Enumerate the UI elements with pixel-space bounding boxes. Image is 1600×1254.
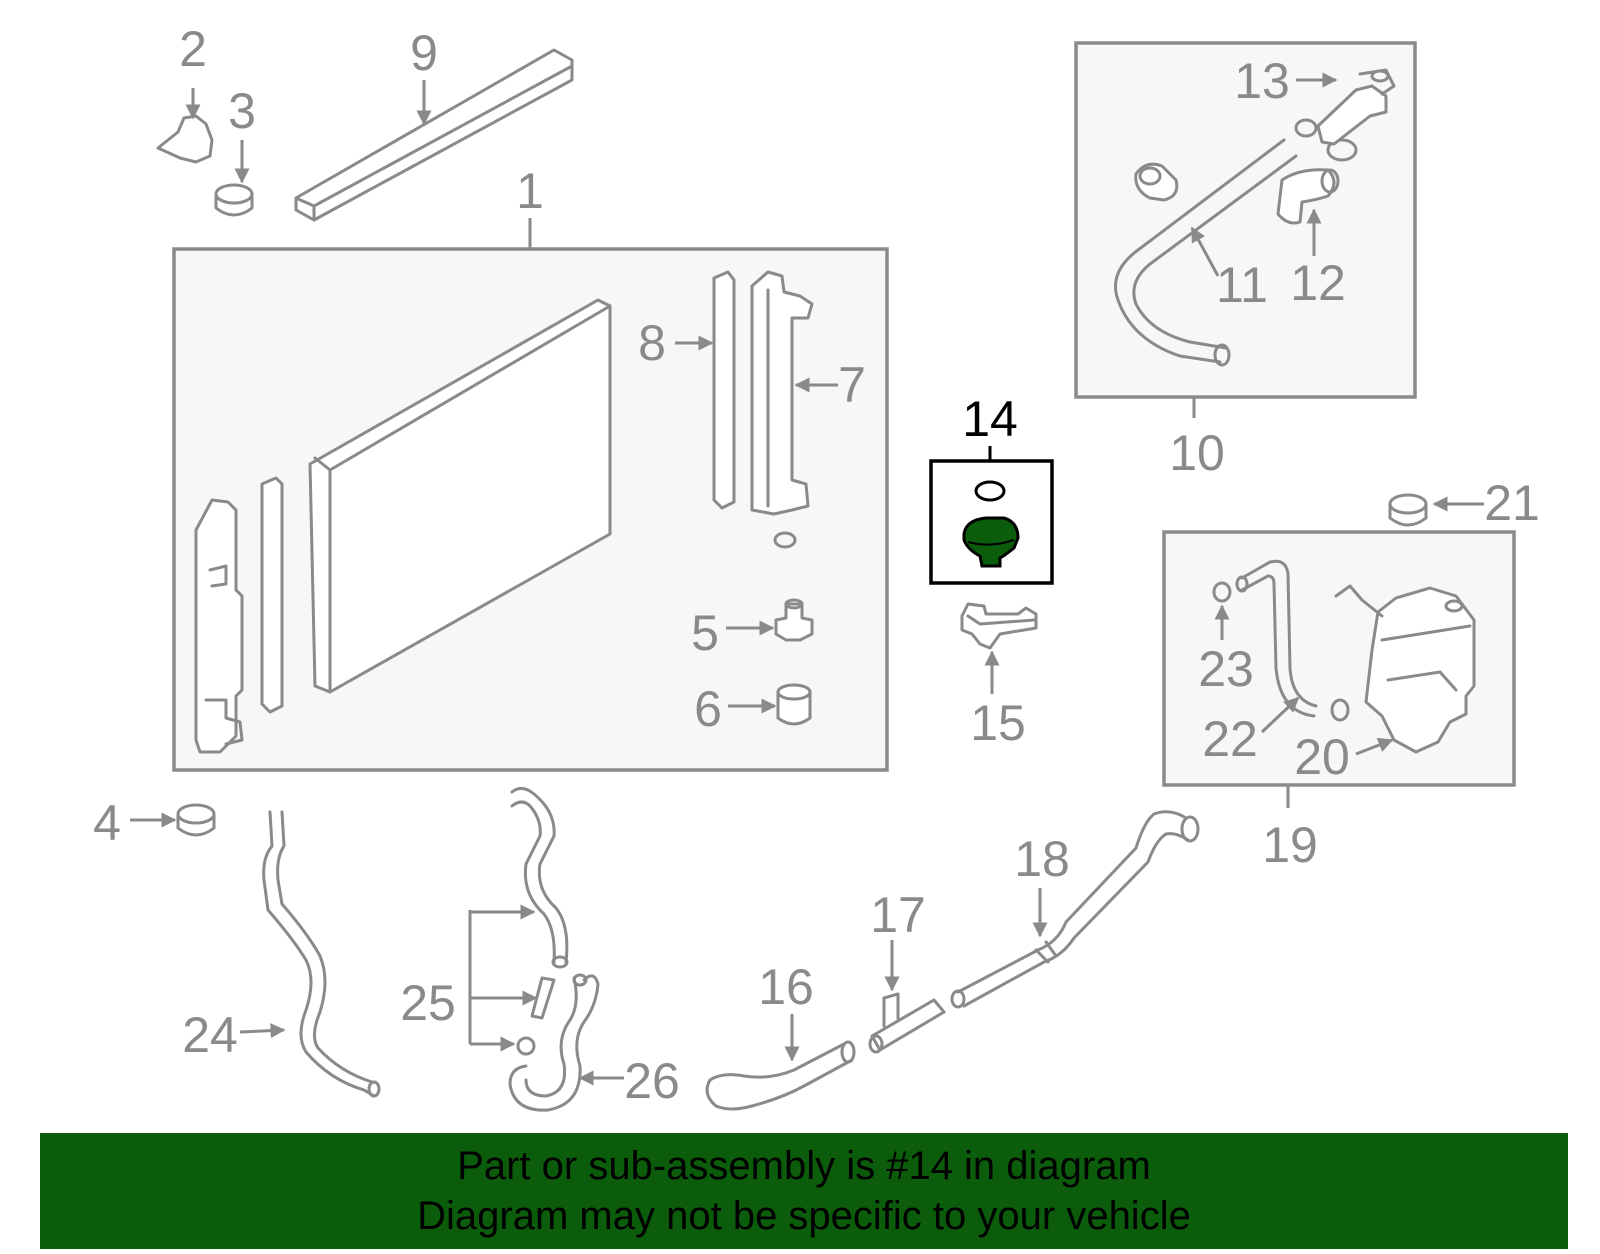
label-part-11: 11 xyxy=(1216,257,1268,313)
banner-line-2: Diagram may not be specific to your vehi… xyxy=(417,1194,1191,1238)
hose-clamp xyxy=(1134,162,1179,202)
part-23-o-ring xyxy=(1212,581,1232,603)
label-part-25: 25 xyxy=(400,975,456,1031)
part-9-upper-seal xyxy=(294,48,574,222)
label-part-21: 21 xyxy=(1484,475,1540,531)
label-part-26: 26 xyxy=(624,1053,680,1109)
label-part-24: 24 xyxy=(182,1007,238,1063)
part-14-cap xyxy=(962,516,1020,568)
label-part-1: 1 xyxy=(516,163,544,219)
part-16-hose xyxy=(705,1040,856,1111)
label-part-7: 7 xyxy=(838,357,866,413)
label-part-6: 6 xyxy=(694,681,722,737)
part-26-hose xyxy=(508,973,600,1112)
label-part-23: 23 xyxy=(1198,641,1254,697)
part-25-ring xyxy=(516,1036,536,1056)
part-25-hose-upper xyxy=(510,787,569,969)
leader-22 xyxy=(1260,696,1300,734)
label-part-13: 13 xyxy=(1234,53,1290,109)
part-5-bolt xyxy=(774,598,814,642)
part-3-grommet xyxy=(214,183,254,217)
label-part-14: 14 xyxy=(962,391,1018,447)
part-15-bracket xyxy=(960,602,1038,650)
leader-11 xyxy=(1190,226,1220,277)
leader-24 xyxy=(239,1023,286,1039)
radiator-seal-left xyxy=(260,476,284,714)
label-part-4: 4 xyxy=(93,795,121,851)
part-17-connector xyxy=(868,992,946,1054)
label-part-9: 9 xyxy=(410,25,438,81)
part-21-cap xyxy=(1388,493,1428,527)
part-11-upper-hose xyxy=(1114,138,1298,367)
label-part-22: 22 xyxy=(1202,711,1258,767)
radiator-right-tank xyxy=(750,270,814,549)
label-part-16: 16 xyxy=(758,959,814,1015)
part-20-reservoir-tank xyxy=(1334,584,1476,754)
label-part-2: 2 xyxy=(179,21,207,77)
leader-20 xyxy=(1355,737,1394,756)
part-2-clip xyxy=(156,114,214,164)
label-part-17: 17 xyxy=(870,887,926,943)
label-part-19: 19 xyxy=(1262,817,1318,873)
label-part-10: 10 xyxy=(1169,425,1225,481)
label-part-5: 5 xyxy=(691,605,719,661)
radiator-core xyxy=(308,298,612,694)
info-banner: Part or sub-assembly is #14 in diagram D… xyxy=(40,1133,1568,1249)
label-part-20: 20 xyxy=(1294,729,1350,785)
part-18-lower-hose xyxy=(950,810,1200,1009)
radiator-left-tank xyxy=(194,498,244,754)
part-25-leaders xyxy=(468,904,538,1052)
label-part-8: 8 xyxy=(638,315,666,371)
label-part-3: 3 xyxy=(228,83,256,139)
part-24-hose xyxy=(262,810,381,1098)
banner-line-1: Part or sub-assembly is #14 in diagram xyxy=(457,1144,1151,1188)
part-14-o-ring xyxy=(974,480,1006,502)
label-part-18: 18 xyxy=(1014,831,1070,887)
label-part-15: 15 xyxy=(970,695,1026,751)
part-12-hose-elbow xyxy=(1276,118,1358,225)
part-13-thermostat-housing xyxy=(1316,68,1396,146)
radiator-seal-right xyxy=(712,270,736,510)
part-6-bushing xyxy=(776,683,812,726)
part-4-grommet xyxy=(176,803,216,837)
label-part-12: 12 xyxy=(1290,255,1346,311)
